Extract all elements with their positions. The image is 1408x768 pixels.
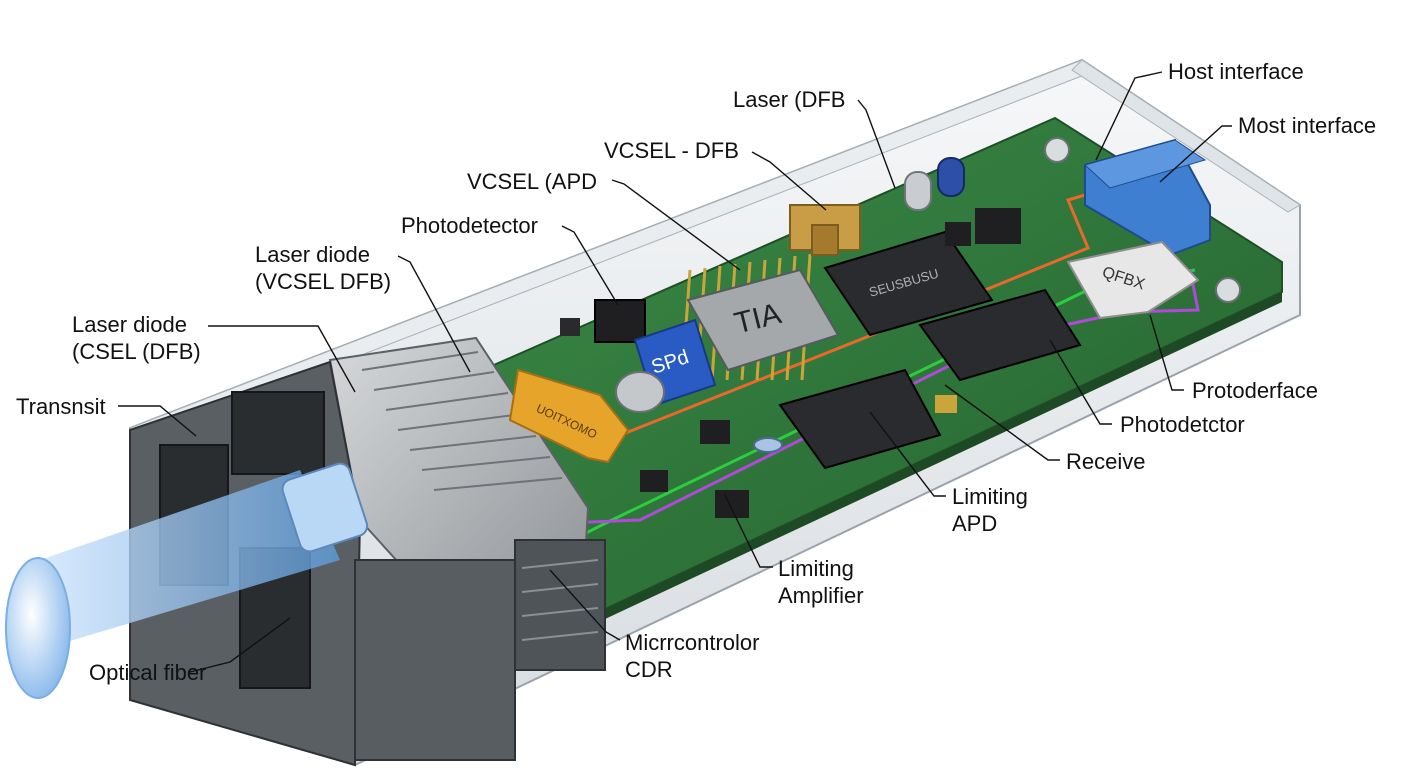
micrrcontrolor-cdr-module — [514, 539, 606, 671]
label-laser-diode-csel-dfb: Laser diode (CSEL (DFB) — [72, 311, 201, 365]
label-micrrcontrolor-cdr: Micrrcontrolor CDR — [625, 629, 759, 683]
label-line-2: CDR — [625, 657, 673, 682]
label-line-1: Limiting — [778, 556, 854, 581]
spd-chip: SPd — [615, 318, 717, 413]
label-line-2: APD — [952, 511, 998, 536]
label-optical-fiber: Optical fiber — [89, 660, 207, 685]
leader-lines — [118, 71, 1232, 673]
label-line-1: Limiting — [952, 484, 1028, 509]
label-most-interface: Most interface — [1238, 113, 1377, 138]
label-laser-diode-vcsel-dfb: Laser diode (VCSEL DFB) — [255, 241, 391, 295]
label-photodetector: Photodetector — [401, 213, 538, 238]
label-host-interface: Host interface — [1168, 59, 1304, 84]
laser-dfb-component — [789, 204, 861, 256]
capacitors — [904, 157, 1021, 246]
label-line-1: Laser diode — [255, 242, 370, 267]
components: UOITXOMO TIA SPd — [508, 138, 1211, 518]
host-connector — [1083, 138, 1211, 257]
label-vcsel-dfb: VCSEL - DFB — [604, 138, 739, 163]
tia-chip: TIA — [680, 253, 840, 381]
label-laser-dfb: Laser (DFB — [733, 87, 846, 112]
yellow-component: UOITXOMO — [508, 368, 630, 464]
receive-chips — [640, 288, 1082, 518]
qfbx-module: QFBX — [1066, 240, 1200, 320]
label-protoderface: Protoderface — [1192, 378, 1318, 403]
label-line-2: (VCSEL DFB) — [255, 269, 392, 294]
label-transnsit: Transnsit — [16, 394, 106, 419]
label-limiting-apd: Limiting APD — [952, 483, 1028, 537]
optical-fiber-beam — [5, 462, 369, 699]
main-ic: SEUSBUSU — [823, 230, 994, 337]
label-receive: Receive — [1066, 449, 1146, 474]
label-photodetctor: Photodetctor — [1120, 412, 1245, 437]
label-line-1: Laser diode — [72, 312, 187, 337]
photodetector-chip — [594, 299, 646, 343]
label-limiting-amplifier: Limiting Amplifier — [778, 555, 864, 609]
fiber-lens — [5, 557, 71, 699]
label-line-2: Amplifier — [778, 583, 864, 608]
label-vcsel-apd: VCSEL (APD — [467, 169, 598, 194]
label-line-1: Micrrcontrolor — [625, 630, 760, 655]
trace-orange — [587, 188, 1103, 450]
label-line-2: (CSEL (DFB) — [72, 339, 201, 364]
